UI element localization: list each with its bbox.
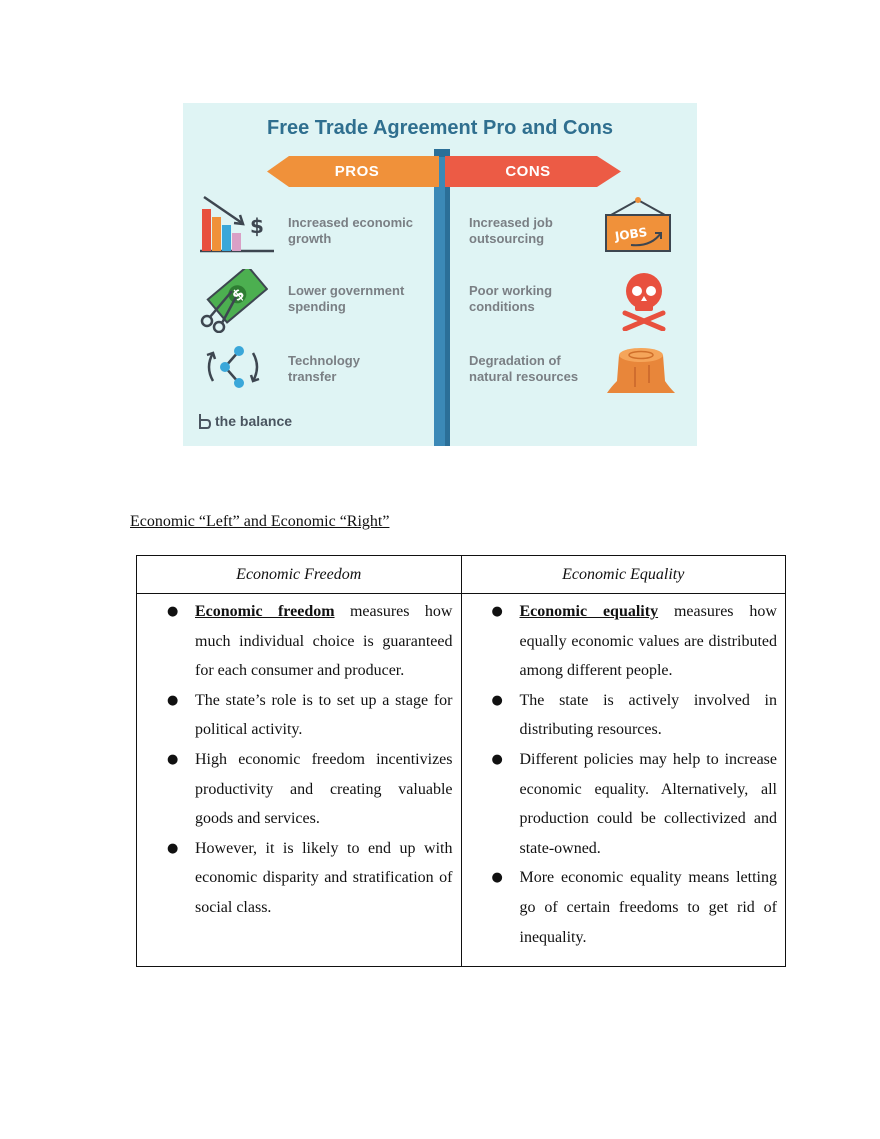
- header-economic-freedom: Economic Freedom: [136, 555, 462, 594]
- header-economic-equality: Economic Equality: [460, 555, 786, 594]
- term-definition: measures how equally economic values are…: [519, 603, 778, 680]
- freedom-cell: Economic freedom measures how much indiv…: [136, 593, 462, 967]
- tree-stump-icon: [607, 348, 675, 393]
- pros-sign: PROS: [267, 156, 439, 187]
- pro-item-technology-transfer: Technology transfer: [288, 353, 360, 384]
- table-header-row: Economic Freedom Economic Equality: [136, 555, 786, 594]
- scissors-cutting-money-icon: $: [200, 269, 268, 333]
- con-item-working-conditions: Poor working conditions: [469, 283, 553, 314]
- equality-cell: Economic equality measures how equally e…: [460, 593, 786, 967]
- list-item: Economic equality measures how equally e…: [492, 597, 778, 686]
- infographic-title: Free Trade Agreement Pro and Cons: [266, 117, 613, 139]
- list-item: The state’s role is to set up a stage fo…: [167, 686, 452, 745]
- comparison-table: Economic Freedom Economic Equality Econo…: [136, 555, 786, 967]
- cons-sign: CONS: [445, 156, 621, 187]
- pro-item-economic-growth: Increased economic growth: [288, 215, 413, 246]
- list-item: However, it is likely to end up with eco…: [167, 834, 452, 923]
- jobs-sign-icon: JOBS: [605, 197, 671, 252]
- equality-bullet-list: Economic equality measures how equally e…: [462, 594, 786, 964]
- free-trade-infographic: Free Trade Agreement Pro and Cons PROS C…: [183, 103, 697, 446]
- con-item-resource-degradation: Degradation of natural resources: [469, 353, 579, 384]
- freedom-bullet-list: Economic freedom measures how much indiv…: [137, 594, 461, 935]
- table-row: Economic freedom measures how much indiv…: [136, 593, 786, 967]
- share-network-icon: [206, 346, 260, 388]
- list-item: High economic freedom incentivizes produ…: [167, 745, 452, 834]
- pro-item-lower-spending: Lower government spending: [288, 283, 405, 314]
- brand-name: the balance: [215, 413, 293, 429]
- signpost-pole: [434, 149, 450, 446]
- balance-logo-icon: [199, 414, 212, 429]
- term-economic-freedom: Economic freedom: [195, 603, 335, 620]
- jobs-sign-text: JOBS: [613, 225, 648, 244]
- bar-chart-decline-icon: $: [200, 195, 274, 253]
- term-economic-equality: Economic equality: [519, 603, 659, 620]
- brand-logo: the balance: [198, 412, 292, 430]
- list-item: More economic equality means letting go …: [492, 863, 777, 952]
- list-item: Economic freedom measures how much indiv…: [167, 597, 453, 686]
- section-heading: Economic “Left” and Economic “Right”: [130, 513, 390, 530]
- list-item: The state is actively involved in distri…: [492, 686, 777, 745]
- con-item-job-outsourcing: Increased job outsourcing: [469, 215, 553, 246]
- list-item: Different policies may help to increase …: [492, 745, 777, 863]
- svg-text:$: $: [250, 214, 264, 238]
- term-definition: measures how much individual choice is g…: [195, 603, 453, 680]
- skull-crossbones-icon: [622, 273, 666, 331]
